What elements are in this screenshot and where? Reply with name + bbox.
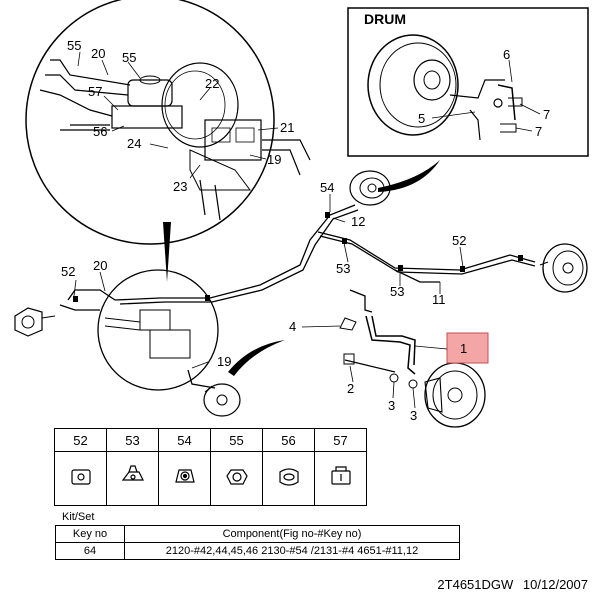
parts-cell-53 (106, 451, 159, 506)
kit-component-cell: 2120-#42,44,45,46 2130-#54 /2131-#4 4651… (124, 542, 460, 560)
kit-header-key: Key no (55, 525, 125, 543)
callout-3-right: 3 (410, 408, 417, 423)
hose-clip-icon (278, 468, 299, 486)
drawing-date: 10/12/2007 (522, 577, 588, 592)
kit-table: Key no Component(Fig no-#Key no) 64 2120… (55, 525, 460, 560)
callout-21: 21 (280, 120, 294, 135)
nut-icon (225, 469, 248, 485)
callout-7-lower: 7 (535, 124, 542, 139)
master-cylinder-detail-circle (25, 0, 311, 245)
highlight-box-1 (446, 332, 489, 364)
callout-57: 57 (88, 84, 102, 99)
drum-pointer-arrow (378, 160, 440, 192)
front-wheel-pointer (228, 340, 285, 376)
callout-19-upper: 19 (267, 152, 281, 167)
upper-drum-assembly (349, 170, 391, 206)
callout-4: 4 (289, 319, 296, 334)
callout-labels: 55 20 55 57 22 21 56 24 19 23 DRUM 6 5 7… (61, 11, 550, 423)
parts-cell-55 (210, 451, 263, 506)
callout-24: 24 (127, 136, 141, 151)
mount-clip-icon (330, 466, 351, 485)
kit-set-title: Kit/Set (62, 511, 95, 523)
doc-footer: 2T4651DGW 10/12/2007 (431, 577, 588, 592)
parts-cell-57 (314, 451, 367, 506)
callout-20-upper: 20 (91, 46, 105, 61)
drum-detail-box (347, 7, 589, 157)
callout-1: 1 (460, 341, 467, 356)
parts-cell-54 (158, 451, 211, 506)
kit-key-cell: 64 (55, 542, 125, 560)
callout-55-upper-right: 55 (122, 50, 136, 65)
kit-header-component: Component(Fig no-#Key no) (124, 525, 460, 543)
callout-5: 5 (418, 111, 425, 126)
clip-icon (70, 469, 91, 485)
parts-header-53: 53 (106, 428, 159, 452)
master-zoom-pointer (163, 222, 171, 282)
right-wheel-drum (539, 243, 588, 293)
line-clips (73, 212, 523, 302)
callout-52-left: 52 (61, 264, 75, 279)
callout-52-right: 52 (452, 233, 466, 248)
grommet-clip-icon (174, 469, 195, 483)
callout-54: 54 (320, 180, 334, 195)
drawing-code: 2T4651DGW (437, 577, 514, 592)
left-wheel-hub (14, 307, 56, 337)
callout-53-lower: 53 (390, 284, 404, 299)
callout-3-left: 3 (388, 398, 395, 413)
exploded-hose-assembly (339, 289, 486, 428)
callout-6: 6 (503, 47, 510, 62)
callout-22: 22 (205, 76, 219, 91)
callout-7-upper: 7 (543, 107, 550, 122)
parts-header-57: 57 (314, 428, 367, 452)
small-master-circle (97, 269, 219, 391)
callout-23: 23 (173, 179, 187, 194)
callout-55-upper-left: 55 (67, 38, 81, 53)
callout-2: 2 (347, 381, 354, 396)
parts-cell-56 (262, 451, 315, 506)
callout-53-mid: 53 (336, 261, 350, 276)
callout-19-lower: 19 (217, 354, 231, 369)
front-disc-wheel (203, 383, 241, 417)
parts-header-54: 54 (158, 428, 211, 452)
callout-12: 12 (351, 214, 365, 229)
drum-title: DRUM (364, 11, 406, 27)
parts-cell-52 (54, 451, 107, 506)
parts-icon-table: 52 53 54 55 56 57 (54, 428, 367, 506)
callout-56: 56 (93, 124, 107, 139)
callout-11: 11 (432, 292, 446, 307)
parts-header-55: 55 (210, 428, 263, 452)
bracket-clip-icon (121, 465, 144, 481)
parts-header-56: 56 (262, 428, 315, 452)
parts-header-52: 52 (54, 428, 107, 452)
callout-20-left: 20 (93, 258, 107, 273)
